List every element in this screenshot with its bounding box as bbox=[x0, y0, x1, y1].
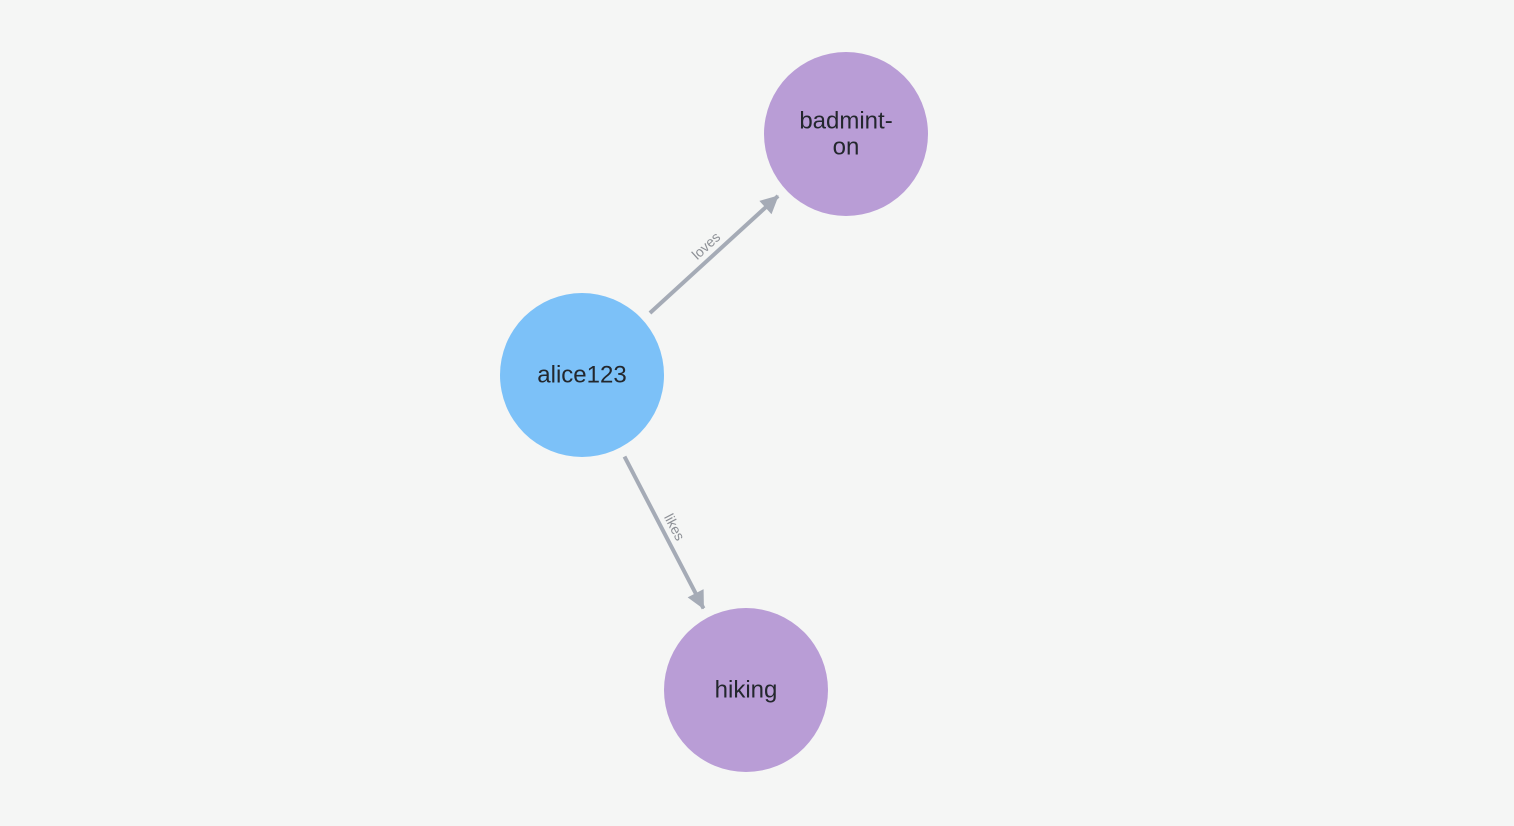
graph-node-hiking[interactable]: hiking bbox=[664, 608, 828, 772]
node-circle-hiking[interactable] bbox=[664, 608, 828, 772]
edge-line-alice123-hiking[interactable] bbox=[622, 455, 706, 610]
nodes-layer: alice123 badmint-on hiking bbox=[500, 52, 928, 772]
node-circle-alice123[interactable] bbox=[500, 293, 664, 457]
node-circle-badminton[interactable] bbox=[764, 52, 928, 216]
edge-line-alice123-badminton[interactable] bbox=[648, 194, 780, 315]
graph-node-badminton[interactable]: badmint-on bbox=[764, 52, 928, 216]
graph-node-alice123[interactable]: alice123 bbox=[500, 293, 664, 457]
edge-label-loves[interactable]: loves bbox=[688, 229, 723, 263]
